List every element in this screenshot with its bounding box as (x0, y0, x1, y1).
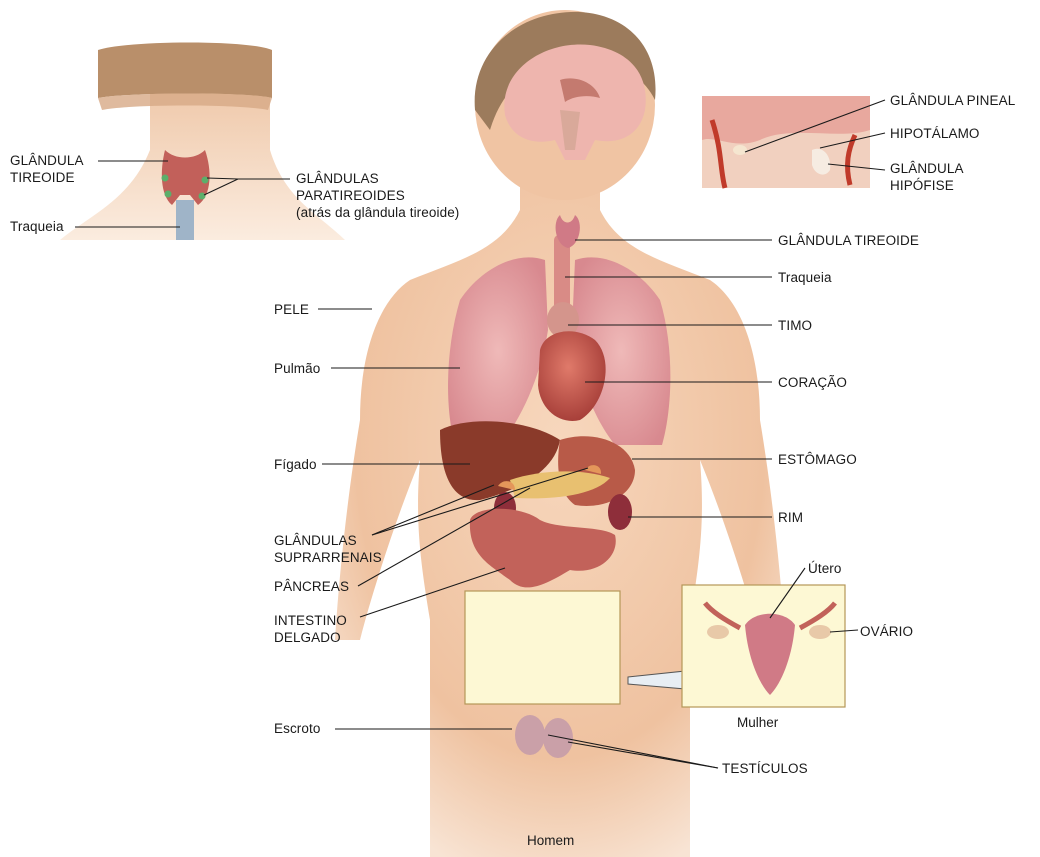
label-uterus: Útero (808, 561, 842, 576)
label-thymus: TIMO (778, 318, 813, 333)
label-scrotum: Escroto (274, 721, 321, 736)
heart (538, 331, 606, 421)
pancreas (510, 471, 610, 499)
label-adrenal: GLÂNDULAS SUPRARRENAIS (274, 533, 382, 565)
label-stomach: ESTÔMAGO (778, 452, 857, 467)
pineal-gland (733, 145, 747, 155)
label-trachea: Traqueia (778, 270, 832, 285)
ovary-left (707, 625, 729, 639)
label-parathyroids: GLÂNDULAS PARATIREOIDES (atrás da glându… (296, 171, 460, 220)
label-kidney: RIM (778, 510, 804, 525)
leader-lines (75, 99, 886, 769)
neck-trachea (176, 200, 194, 240)
label-ovary: OVÁRIO (860, 624, 914, 639)
male-reproductive-panel (464, 590, 621, 705)
label-neck-thyroid: GLÂNDULA TIREOIDE (10, 153, 84, 185)
small-intestine (469, 508, 616, 588)
female-inset (681, 584, 846, 708)
testes-left (515, 715, 545, 755)
label-pineal: GLÂNDULA PINEAL (890, 93, 1016, 108)
brain-inset (702, 96, 870, 189)
label-thyroid: GLÂNDULA TIREOIDE (778, 233, 919, 248)
left-lung (448, 257, 548, 445)
label-intestine: INTESTINO DELGADO (274, 613, 347, 645)
label-heart: CORAÇÃO (778, 375, 847, 390)
neck-thyroid (161, 150, 210, 205)
label-lung: Pulmão (274, 361, 321, 376)
parathyroid-dots (161, 174, 209, 200)
neck-inset (60, 42, 345, 240)
caption-female: Mulher (737, 715, 779, 730)
ovary-right (809, 625, 831, 639)
pituitary-gland (812, 148, 831, 175)
trachea (554, 235, 570, 315)
label-pancreas: PÂNCREAS (274, 579, 350, 594)
label-skin: PELE (274, 302, 309, 317)
thymus (547, 302, 579, 338)
label-pituitary: GLÂNDULA HIPÓFISE (890, 161, 964, 193)
label-hypothalamus: HIPOTÁLAMO (890, 126, 980, 141)
kidney (608, 494, 632, 530)
thyroid (555, 215, 580, 248)
brain (504, 44, 646, 160)
caption-male: Homem (527, 833, 575, 848)
liver (440, 421, 560, 501)
testes-right (543, 718, 573, 758)
label-testes: TESTÍCULOS (722, 761, 808, 776)
label-neck-trachea: Traqueia (10, 219, 64, 234)
label-liver: Fígado (274, 457, 317, 472)
